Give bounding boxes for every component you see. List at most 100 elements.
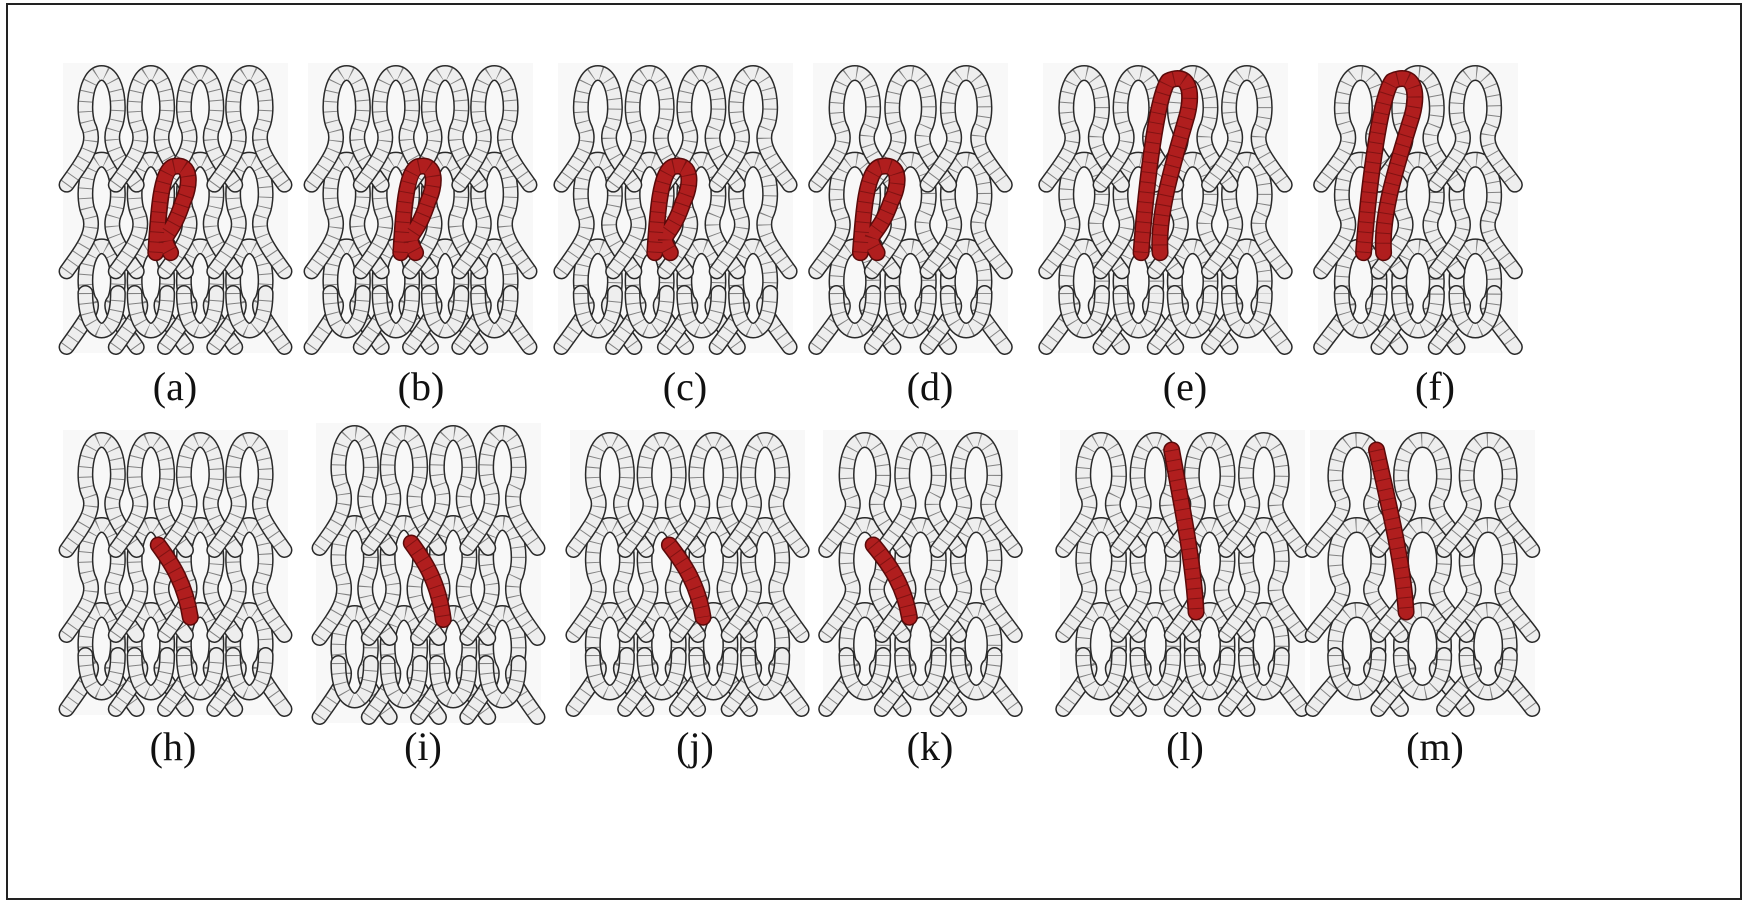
yarn-loop xyxy=(207,433,291,557)
yarn-loop xyxy=(313,426,397,555)
sinker-loop xyxy=(1335,286,1387,337)
highlight-stitch-segments xyxy=(148,159,196,257)
knit-panel-d xyxy=(808,63,1013,355)
knit-structure-svg xyxy=(565,432,810,717)
highlight-stitch xyxy=(662,538,711,625)
yarn-loop xyxy=(1148,153,1237,278)
yarn-loop-segments xyxy=(110,518,192,639)
yarn-loop xyxy=(158,66,242,192)
yarn-loop xyxy=(566,518,653,642)
yarn-loop-segments xyxy=(1307,518,1407,639)
yarn-loop xyxy=(354,66,438,192)
sinker-loop xyxy=(1113,286,1163,337)
yarn-loop xyxy=(60,66,144,192)
panel-label-j: (j) xyxy=(676,724,714,769)
yarn-loop xyxy=(618,433,705,557)
sinker-loop-segments xyxy=(1459,654,1517,699)
sinker-loop xyxy=(829,286,880,337)
sinker-loop xyxy=(895,648,946,699)
panel-label-c: (c) xyxy=(662,364,708,409)
sinker-loop-segments xyxy=(1394,654,1451,699)
yarn-loop-segments xyxy=(1438,433,1538,554)
yarn-loop xyxy=(921,153,1012,278)
knit-structure-svg xyxy=(1313,65,1523,355)
panel-label-k: (k) xyxy=(906,724,954,769)
yarn-loop xyxy=(460,426,544,555)
yarn-loop xyxy=(554,153,641,278)
sinker-loop xyxy=(638,648,686,699)
knit-panel-m xyxy=(1304,430,1541,717)
yarn-loop xyxy=(305,153,389,278)
yarn-loop-segments xyxy=(61,433,142,554)
panel-label-l: (l) xyxy=(1166,724,1204,769)
yarn-loop xyxy=(1111,518,1200,642)
panel-label-a: (a) xyxy=(152,364,198,409)
yarn-loop xyxy=(1039,66,1129,192)
sinker-loop xyxy=(177,286,223,337)
yarn-loop xyxy=(1056,518,1146,642)
sinker-loop xyxy=(1076,648,1126,699)
knit-panel-b xyxy=(303,63,538,355)
sinker-loop xyxy=(1392,286,1444,337)
highlight-stitch xyxy=(866,538,917,625)
yarn-loop xyxy=(819,518,910,642)
yarn-loop xyxy=(1202,66,1292,192)
yarn-loop xyxy=(1039,153,1129,278)
knit-panel-a xyxy=(58,63,293,355)
sinker-loop xyxy=(677,286,725,337)
yarn-loop xyxy=(921,66,1012,192)
yarn-loop xyxy=(670,433,757,557)
sinker-loop xyxy=(951,648,1002,699)
panel-label-i: (i) xyxy=(404,724,442,769)
figure-frame: (a) (b) (c) (d) (e) (f) (h) (i) (j) (k) … xyxy=(6,3,1742,900)
yarn-loop xyxy=(618,518,705,642)
yarn-loop xyxy=(722,433,809,557)
sinker-loop xyxy=(1059,286,1109,337)
panel-label-d: (d) xyxy=(906,364,954,409)
sinker-loop xyxy=(78,286,125,337)
yarn-loop xyxy=(60,153,144,278)
sinker-loop xyxy=(741,648,789,699)
yarn-loop-segments xyxy=(209,433,290,554)
panel-label-b: (b) xyxy=(397,364,445,409)
sinker-loop xyxy=(471,286,518,337)
yarn-loop xyxy=(566,433,653,557)
yarn-loop xyxy=(1056,433,1146,557)
knit-panel-c xyxy=(553,63,798,355)
yarn-loop-segments xyxy=(61,518,142,639)
highlight-stitch xyxy=(151,538,198,625)
knit-panel-h xyxy=(58,430,293,717)
yarn-loop xyxy=(207,66,291,192)
yarn-loop xyxy=(554,66,641,192)
sinker-loop xyxy=(373,286,419,337)
knit-panel-j xyxy=(565,430,810,717)
sinker-loop xyxy=(226,286,273,337)
knit-structure-svg xyxy=(808,65,1013,355)
yarn-loop xyxy=(403,153,487,278)
yarn-loop-segments xyxy=(1438,518,1538,639)
sinker-loop xyxy=(1185,648,1235,699)
knit-structure-svg xyxy=(1038,65,1293,355)
sinker-loop xyxy=(381,656,427,707)
yarn-loop xyxy=(710,153,797,278)
yarn-loop xyxy=(411,426,495,555)
sinker-loop xyxy=(323,286,370,337)
panel-label-m: (m) xyxy=(1406,724,1464,769)
yarn-loop-segments xyxy=(209,518,290,639)
yarn-loop xyxy=(658,66,745,192)
sinker-loop xyxy=(839,648,890,699)
yarn-loop xyxy=(158,153,242,278)
sinker-loop xyxy=(128,648,174,699)
yarn-loop xyxy=(606,66,693,192)
sinker-loop xyxy=(430,656,476,707)
yarn-loop xyxy=(460,516,544,645)
yarn-loop xyxy=(1219,433,1309,557)
sinker-loop xyxy=(226,648,273,699)
yarn-loop xyxy=(1111,433,1200,557)
knit-structure-svg xyxy=(1304,432,1541,717)
sinker-loop xyxy=(941,286,992,337)
yarn-loop-segments xyxy=(1307,433,1407,554)
highlight-stitch-segments xyxy=(1369,448,1414,613)
yarn-loop xyxy=(819,433,910,557)
knit-structure-svg xyxy=(1055,432,1310,717)
